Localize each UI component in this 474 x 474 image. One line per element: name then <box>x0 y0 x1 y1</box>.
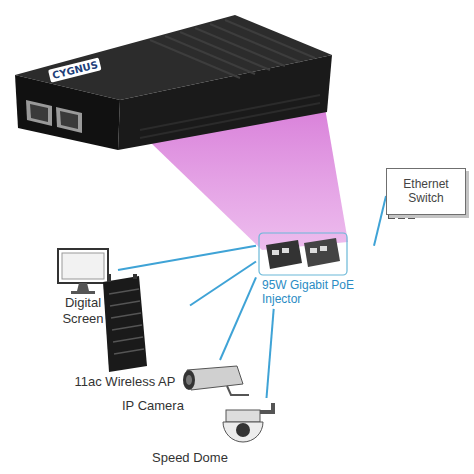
network-cable <box>118 246 256 270</box>
network-cable <box>267 309 274 398</box>
ap-icon <box>62 274 188 374</box>
network-cable <box>374 196 386 246</box>
inj-icon <box>258 232 372 278</box>
poe-injector-photo <box>15 15 332 150</box>
cam-icon <box>117 362 253 398</box>
poe-injector: 95W Gigabit PoE Injector <box>256 230 374 309</box>
network-switch: Ethernet Switch <box>386 168 466 215</box>
ip-camera: IP Camera <box>115 360 255 416</box>
speed-dome: Speed Dome <box>145 398 280 468</box>
wireless-ap: 11ac Wireless AP <box>60 272 190 392</box>
node-label: Ethernet Switch <box>393 177 459 206</box>
node-label: Speed Dome <box>147 450 278 466</box>
dome-icon <box>147 400 278 450</box>
network-cable <box>220 277 256 360</box>
node-label: 11ac Wireless AP <box>62 374 188 390</box>
node-label: 95W Gigabit PoE Injector <box>258 278 372 307</box>
